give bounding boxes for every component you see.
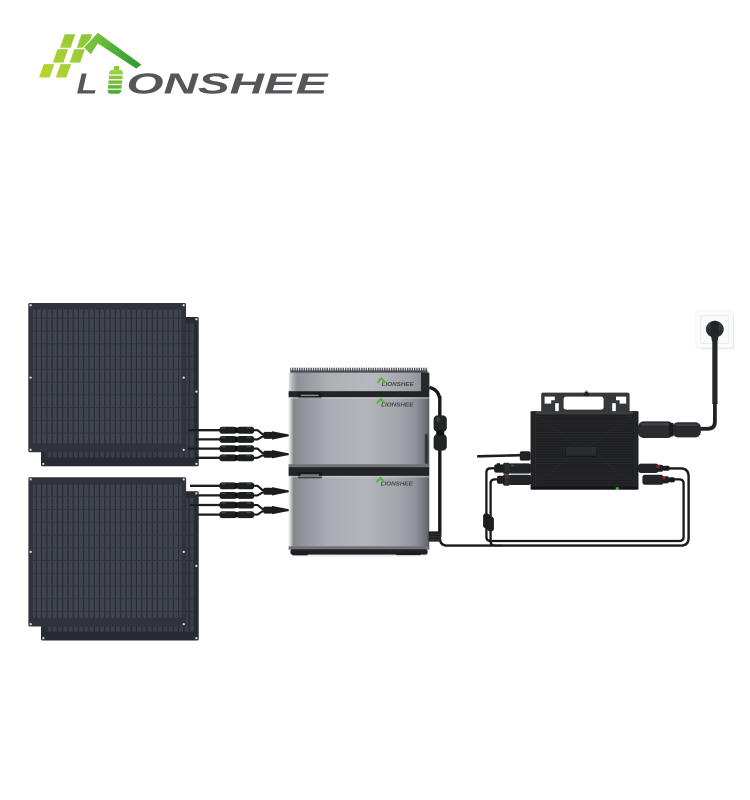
svg-text:LIONSHEE: LIONSHEE: [381, 482, 413, 488]
svg-text:LIONSHEE: LIONSHEE: [382, 382, 414, 388]
svg-text:LIONSHEE: LIONSHEE: [381, 403, 413, 409]
svg-text:L: L: [77, 68, 98, 100]
svg-text:ONSHEE: ONSHEE: [127, 68, 329, 100]
